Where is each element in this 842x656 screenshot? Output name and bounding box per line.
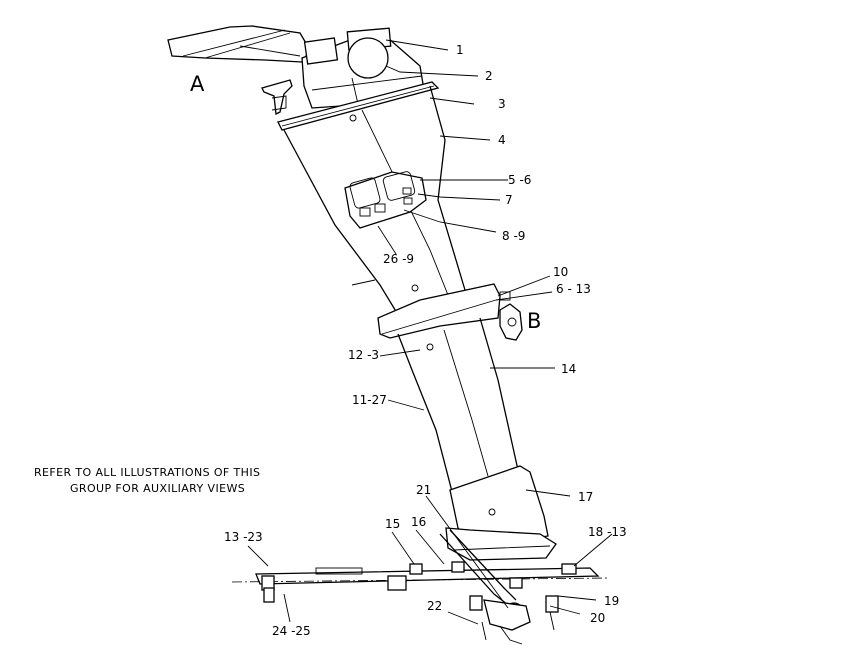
lever-linkage	[439, 529, 555, 645]
callout-14: 14	[561, 362, 576, 376]
callout-8-9: 8 -9	[502, 229, 525, 243]
control-head	[301, 27, 425, 109]
view-label-a: A	[190, 72, 205, 96]
callout-26-9: 26 -9	[383, 252, 414, 266]
view-label-b: B	[527, 309, 541, 333]
callout-24-25: 24 -25	[272, 624, 311, 638]
hand-pedal	[167, 25, 311, 63]
leader-lines	[247, 39, 613, 625]
callout-5-6: 5 -6	[508, 173, 531, 187]
upper-housing	[283, 85, 466, 319]
knob	[261, 79, 293, 115]
callout-1: 1	[456, 43, 464, 57]
callout-13-23: 13 -23	[224, 530, 263, 544]
callout-6-13: 6 - 13	[556, 282, 591, 296]
callout-3: 3	[498, 97, 506, 111]
callout-17: 17	[578, 490, 593, 504]
callout-15: 15	[385, 517, 400, 531]
callout-2: 2	[485, 69, 493, 83]
floor-plate	[231, 561, 611, 613]
callout-16: 16	[411, 515, 426, 529]
callout-12-3: 12 -3	[348, 348, 379, 362]
callout-20: 20	[590, 611, 605, 625]
mounting-plate	[277, 81, 440, 131]
callout-11-27: 11-27	[352, 393, 387, 407]
collar-bracket	[377, 283, 523, 341]
switch-block	[344, 171, 427, 229]
note-line-2: GROUP FOR AUXILIARY VIEWS	[70, 482, 245, 495]
callout-10: 10	[553, 265, 568, 279]
callout-4: 4	[498, 133, 506, 147]
callout-19: 19	[604, 594, 619, 608]
base-mount	[445, 465, 557, 561]
callout-21: 21	[416, 483, 431, 497]
note-line-1: REFER TO ALL ILLUSTRATIONS OF THIS	[34, 466, 260, 479]
callout-7: 7	[505, 193, 513, 207]
callout-22: 22	[427, 599, 442, 613]
callout-18-13: 18 -13	[588, 525, 627, 539]
